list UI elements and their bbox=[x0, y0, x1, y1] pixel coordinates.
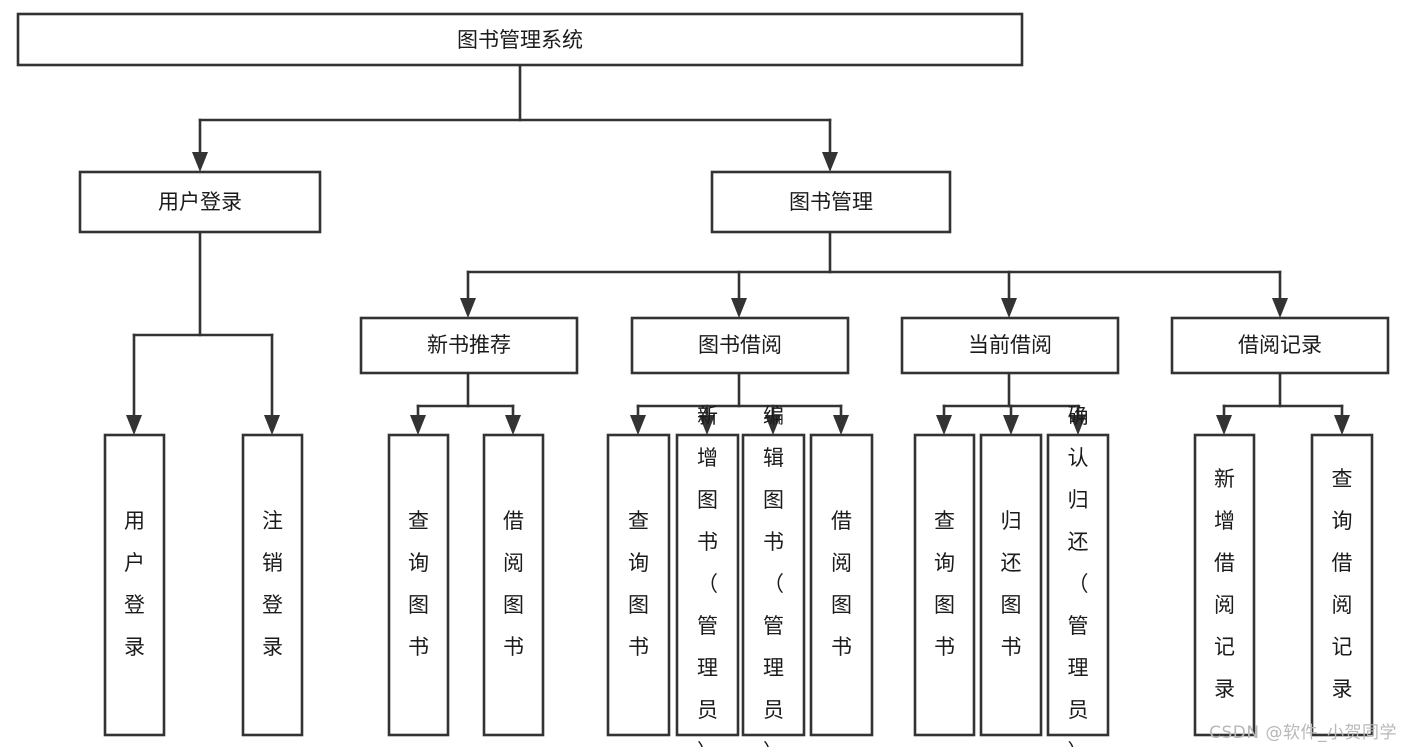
node-current-borrow-box[interactable] bbox=[900, 316, 1120, 375]
leaf-label-return-book: 归还图书 bbox=[1001, 509, 1022, 659]
node-current-borrow[interactable]: 当前借阅 bbox=[900, 316, 1120, 375]
node-book-management[interactable]: 图书管理 bbox=[710, 170, 952, 234]
leaf-label-query-book-newbook: 查询图书 bbox=[408, 509, 429, 659]
leaf-box-edit-book-admin[interactable] bbox=[741, 433, 806, 737]
node-new-book-recommend[interactable]: 新书推荐 bbox=[359, 316, 579, 375]
node-borrow-records-box[interactable] bbox=[1170, 316, 1390, 375]
leaf-label-add-borrow-record: 新增借阅记录 bbox=[1214, 467, 1235, 701]
node-borrow-records[interactable]: 借阅记录 bbox=[1170, 316, 1390, 375]
arrowhead-newbook-leaf-1 bbox=[410, 415, 426, 435]
node-book-borrow-box[interactable] bbox=[630, 316, 850, 375]
leaf-box-add-book-admin[interactable] bbox=[675, 433, 740, 737]
node-leaf[interactable]: 归还图书 bbox=[979, 433, 1043, 737]
leaf-label-confirm-return-admin: 确认归还（管理员） bbox=[1068, 404, 1089, 747]
leaf-label-borrow-book-borrow: 借阅图书 bbox=[831, 509, 852, 659]
node-leaf[interactable]: 查询图书 bbox=[387, 433, 450, 737]
node-leaf[interactable]: 查询借阅记录 bbox=[1310, 433, 1374, 737]
leaf-label-edit-book-admin: 编辑图书（管理员） bbox=[763, 404, 784, 747]
leaf-box-borrow-book-newbook[interactable] bbox=[482, 433, 545, 737]
node-root[interactable]: 图书管理系统 bbox=[16, 12, 1024, 67]
arrowhead-borrow-leaf-3 bbox=[765, 415, 781, 435]
arrowhead-borrow bbox=[731, 298, 747, 318]
leaf-box-query-borrow-record[interactable] bbox=[1310, 433, 1374, 737]
node-book-management-label: 图书管理 bbox=[789, 190, 873, 214]
arrowhead-borrow-leaf-2 bbox=[699, 415, 715, 435]
leaf-label-borrow-book-newbook: 借阅图书 bbox=[503, 509, 524, 659]
arrowhead-current-leaf-1 bbox=[936, 415, 952, 435]
leaf-label-query-borrow-record: 查询借阅记录 bbox=[1332, 467, 1353, 701]
arrowhead-userlogin-leaf-1 bbox=[126, 415, 142, 435]
node-leaf[interactable]: 新增图书（管理员） bbox=[675, 404, 740, 747]
node-user-login[interactable]: 用户登录 bbox=[78, 170, 322, 234]
arrowhead-current bbox=[1001, 298, 1017, 318]
node-root-box[interactable] bbox=[16, 12, 1024, 67]
leaf-box-user-login[interactable] bbox=[103, 433, 166, 737]
node-leaf[interactable]: 编辑图书（管理员） bbox=[741, 404, 806, 747]
arrowhead-user-login bbox=[192, 152, 208, 172]
arrowhead-borrow-leaf-1 bbox=[630, 415, 646, 435]
node-user-login-box[interactable] bbox=[78, 170, 322, 234]
arrowhead-borrow-leaf-4 bbox=[833, 415, 849, 435]
node-leaf[interactable]: 查询图书 bbox=[606, 433, 671, 737]
arrowhead-book-mgmt bbox=[822, 152, 838, 172]
node-book-borrow-label: 图书借阅 bbox=[698, 333, 782, 357]
node-leaf[interactable]: 用户登录 bbox=[103, 433, 166, 737]
arrowhead-records-leaf-2 bbox=[1334, 415, 1350, 435]
leaf-label-logout: 注销登录 bbox=[262, 509, 283, 659]
node-borrow-records-label: 借阅记录 bbox=[1238, 333, 1322, 357]
leaf-box-query-book-newbook[interactable] bbox=[387, 433, 450, 737]
leaf-box-return-book[interactable] bbox=[979, 433, 1043, 737]
arrowhead-current-leaf-3 bbox=[1070, 415, 1086, 435]
leaf-label-query-book-borrow: 查询图书 bbox=[628, 509, 649, 659]
leaf-box-query-book-borrow[interactable] bbox=[606, 433, 671, 737]
node-root-label: 图书管理系统 bbox=[457, 28, 583, 52]
node-leaf[interactable]: 注销登录 bbox=[241, 433, 304, 737]
leaf-box-confirm-return-admin[interactable] bbox=[1046, 433, 1110, 737]
leaf-box-add-borrow-record[interactable] bbox=[1193, 433, 1256, 737]
edges-layer bbox=[126, 63, 1350, 435]
arrowhead-records bbox=[1272, 298, 1288, 318]
node-leaf[interactable]: 查询图书 bbox=[913, 433, 976, 737]
leaf-label-add-book-admin: 新增图书（管理员） bbox=[697, 404, 718, 747]
node-current-borrow-label: 当前借阅 bbox=[968, 333, 1052, 357]
node-leaf[interactable]: 新增借阅记录 bbox=[1193, 433, 1256, 737]
arrowhead-current-leaf-2 bbox=[1003, 415, 1019, 435]
arrowhead-userlogin-leaf-2 bbox=[264, 415, 280, 435]
node-book-borrow[interactable]: 图书借阅 bbox=[630, 316, 850, 375]
node-new-book-recommend-box[interactable] bbox=[359, 316, 579, 375]
arrowhead-newbook-leaf-2 bbox=[505, 415, 521, 435]
node-new-book-recommend-label: 新书推荐 bbox=[427, 333, 511, 357]
leaf-label-query-book-current: 查询图书 bbox=[934, 509, 955, 659]
leaf-label-user-login: 用户登录 bbox=[124, 509, 145, 659]
leaf-box-logout[interactable] bbox=[241, 433, 304, 737]
leaf-box-query-book-current[interactable] bbox=[913, 433, 976, 737]
node-book-management-box[interactable] bbox=[710, 170, 952, 234]
nodes-layer: 图书管理系统 用户登录 图书管理 新书推荐 图书借阅 当前 bbox=[16, 12, 1390, 747]
node-leaf[interactable]: 借阅图书 bbox=[809, 433, 874, 737]
node-user-login-label: 用户登录 bbox=[158, 190, 242, 214]
arrowhead-newbook bbox=[460, 298, 476, 318]
node-leaf[interactable]: 借阅图书 bbox=[482, 433, 545, 737]
node-leaf[interactable]: 确认归还（管理员） bbox=[1046, 404, 1110, 747]
arrowhead-records-leaf-1 bbox=[1216, 415, 1232, 435]
leaf-box-borrow-book-borrow[interactable] bbox=[809, 433, 874, 737]
csdn-watermark: CSDN @软件_小贺同学 bbox=[1209, 723, 1397, 743]
